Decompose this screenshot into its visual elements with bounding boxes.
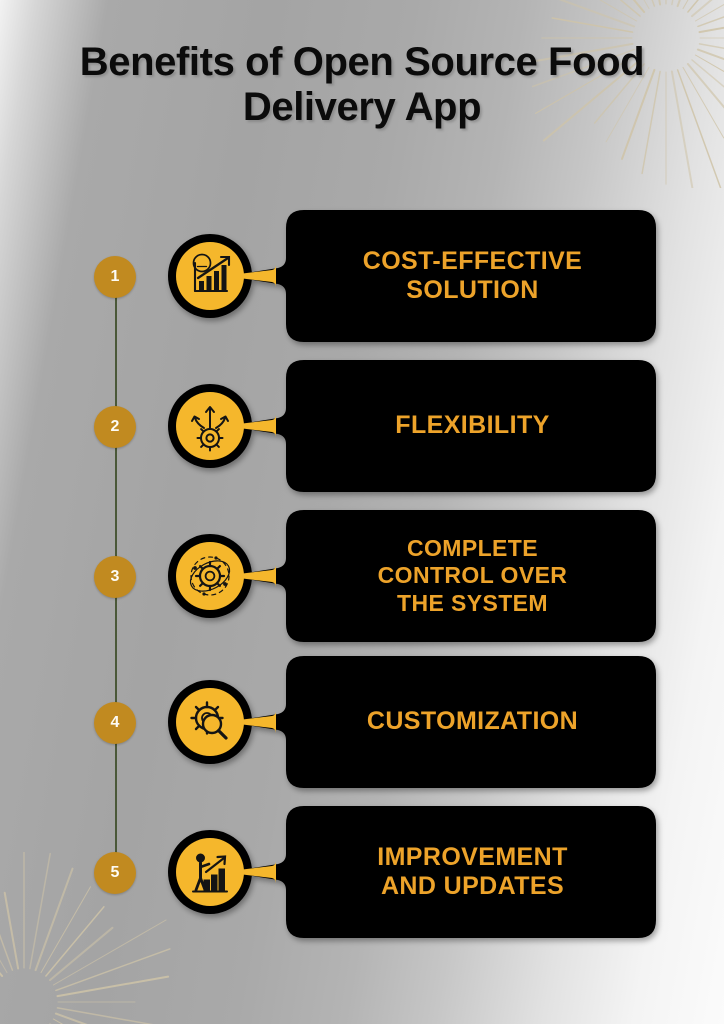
benefit-row: 1 (0, 206, 724, 346)
gear-magnifier-icon (190, 701, 228, 740)
person-growth-chart-icon (192, 853, 228, 893)
benefit-row: 2 (0, 356, 724, 496)
gear-multi-arrow-icon (191, 406, 229, 452)
step-number-badge: 2 (94, 406, 136, 448)
step-number-badge: 3 (94, 556, 136, 598)
benefit-row: 3 (0, 506, 724, 646)
step-number-badge: 1 (94, 256, 136, 298)
benefit-card[interactable]: COST-EFFECTIVE SOLUTION (160, 206, 660, 346)
benefit-row: 4 (0, 652, 724, 792)
benefit-card[interactable]: COMPLETE CONTROL OVER THE SYSTEM (160, 506, 660, 646)
bar-chart-growth-coin-icon (192, 253, 231, 293)
benefit-row: 5 (0, 802, 724, 942)
benefit-card[interactable]: FLEXIBILITY (160, 356, 660, 496)
gear-orbit-icon (189, 556, 231, 596)
step-number-badge: 5 (94, 852, 136, 894)
benefit-card[interactable]: IMPROVEMENT AND UPDATES (160, 802, 660, 942)
step-number-badge: 4 (94, 702, 136, 744)
page-title: Benefits of Open Source Food Delivery Ap… (79, 40, 645, 129)
benefit-card[interactable]: CUSTOMIZATION (160, 652, 660, 792)
